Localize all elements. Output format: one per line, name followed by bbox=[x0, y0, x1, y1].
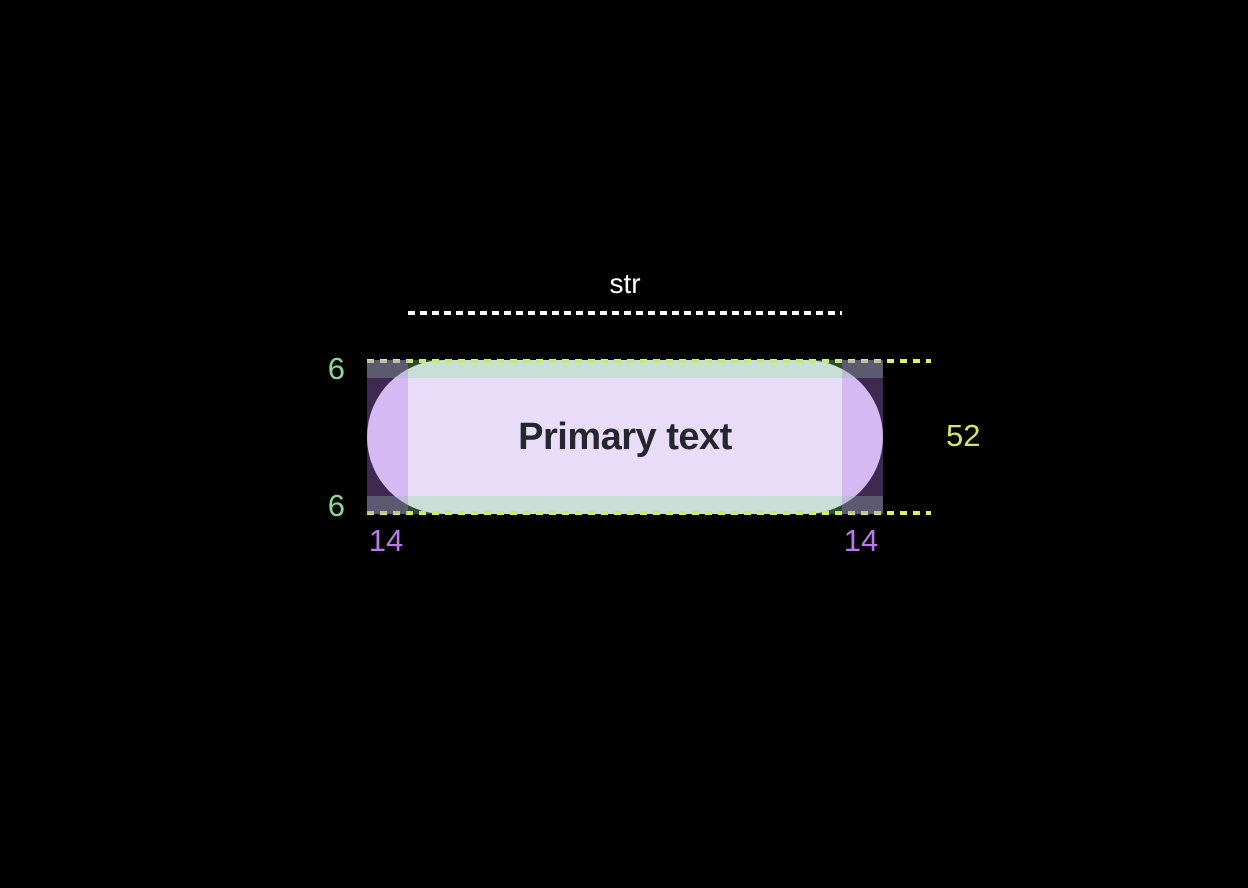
bottom-bound-dashed-line bbox=[367, 511, 931, 515]
padding-top-value: 6 bbox=[327, 351, 345, 386]
top-bound-dashed-line bbox=[367, 359, 931, 363]
padding-left-value: 14 bbox=[368, 523, 404, 558]
string-width-label: str bbox=[609, 268, 641, 299]
padding-right-value: 14 bbox=[843, 523, 879, 558]
string-width-dashed-line bbox=[408, 311, 842, 315]
padding-right-overlay bbox=[842, 360, 883, 514]
padding-top-overlay bbox=[367, 360, 883, 378]
padding-bottom-overlay bbox=[367, 496, 883, 514]
padding-bottom-value: 6 bbox=[327, 488, 345, 523]
padding-left-overlay bbox=[367, 360, 408, 514]
button-height-value: 52 bbox=[946, 418, 981, 453]
primary-button[interactable]: Primary text bbox=[367, 360, 883, 514]
primary-button-label: Primary text bbox=[518, 415, 732, 458]
